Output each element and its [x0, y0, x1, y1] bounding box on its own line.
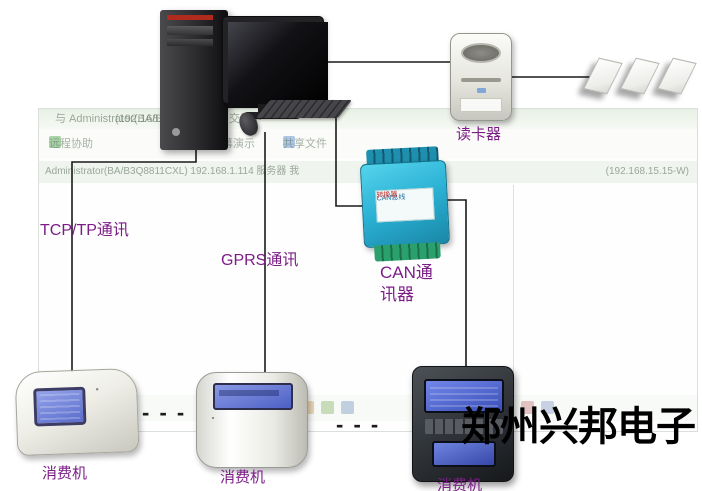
card-reader-device — [450, 33, 512, 121]
label-pos-left: 消费机 — [42, 465, 88, 482]
tower-power-button — [172, 128, 180, 136]
can-label-sticker: CAN总线 转换器 — [375, 187, 435, 223]
computer-tower — [160, 10, 228, 150]
faded-window-divider — [513, 185, 514, 431]
pos-left-body — [14, 367, 140, 457]
label-can-line1: CAN通 — [380, 263, 433, 282]
faded-info-text: Administrator(BA/B3Q8811CXL) 192.168.1.1… — [45, 166, 300, 177]
remote-assist-icon — [49, 136, 61, 148]
reader-slot — [461, 78, 501, 82]
line-pc-to-pos-left — [71, 148, 197, 372]
faded-image-icon — [321, 401, 334, 414]
pos-machine-left — [14, 366, 140, 462]
label-card-reader: 读卡器 — [456, 126, 502, 143]
computer-monitor — [222, 16, 328, 108]
pos-machine-middle — [196, 372, 308, 470]
faded-font-icon — [341, 401, 354, 414]
can-body: CAN总线 转换器 — [359, 159, 451, 249]
faded-send-icon — [541, 401, 554, 414]
pos-mid-screen — [213, 383, 293, 410]
pos-left-screen — [33, 386, 87, 427]
keypad-key — [212, 417, 214, 419]
pos-mid-body — [196, 372, 308, 468]
pos-machine-right — [412, 366, 514, 482]
pos-right-body — [412, 366, 514, 482]
can-converter-device: CAN总线 转换器 — [359, 146, 451, 264]
reader-sticker — [460, 98, 502, 112]
keypad-key — [96, 388, 99, 391]
pos-left-keypad — [96, 387, 132, 434]
label-pos-right: 消费机 — [437, 477, 483, 491]
label-can-line2: 讯器 — [380, 285, 414, 304]
reader-speaker-grille — [461, 43, 501, 63]
pos-right-screen-bottom — [432, 441, 496, 467]
pos-mid-keypad — [212, 417, 294, 461]
faded-window-bottombar — [39, 395, 697, 421]
tower-drive-bay — [167, 39, 213, 46]
tower-red-trim — [167, 15, 213, 20]
faded-info-right: (192.168.15.15-W) — [605, 166, 689, 177]
faded-toolbar-label: 共享文件 — [283, 138, 327, 150]
reader-led — [477, 88, 486, 93]
pos-right-screen-top — [424, 379, 504, 413]
can-sticker-subtitle: 转换器 — [376, 191, 398, 200]
can-terminal-bottom — [374, 242, 441, 262]
company-watermark: 郑州兴邦电子 — [461, 405, 696, 449]
shared-files-icon — [283, 136, 295, 148]
pos-right-screen-content — [430, 385, 498, 407]
pos-mid-screen-content — [219, 390, 279, 396]
tower-drive-bay — [167, 26, 213, 35]
label-tcp-link: TCP/TP通讯 — [40, 222, 129, 239]
pos-right-keypad — [425, 419, 503, 434]
line-can-to-pos-right — [446, 199, 467, 372]
monitor-screen — [228, 22, 328, 108]
faded-toolbar-label: 远程协助 — [49, 138, 93, 150]
pos-left-screen-content — [39, 392, 81, 421]
line-pc-to-can — [300, 115, 364, 207]
label-pos-middle: 消费机 — [220, 469, 266, 486]
keyboard — [256, 100, 353, 118]
ellipsis-dashes-left: - - - — [142, 400, 187, 425]
label-gprs-link: GPRS通讯 — [221, 252, 299, 269]
label-can-device: CAN通 讯器 — [380, 262, 440, 306]
ellipsis-dashes-right: - - - — [336, 412, 381, 437]
faded-shake-icon — [521, 401, 534, 414]
